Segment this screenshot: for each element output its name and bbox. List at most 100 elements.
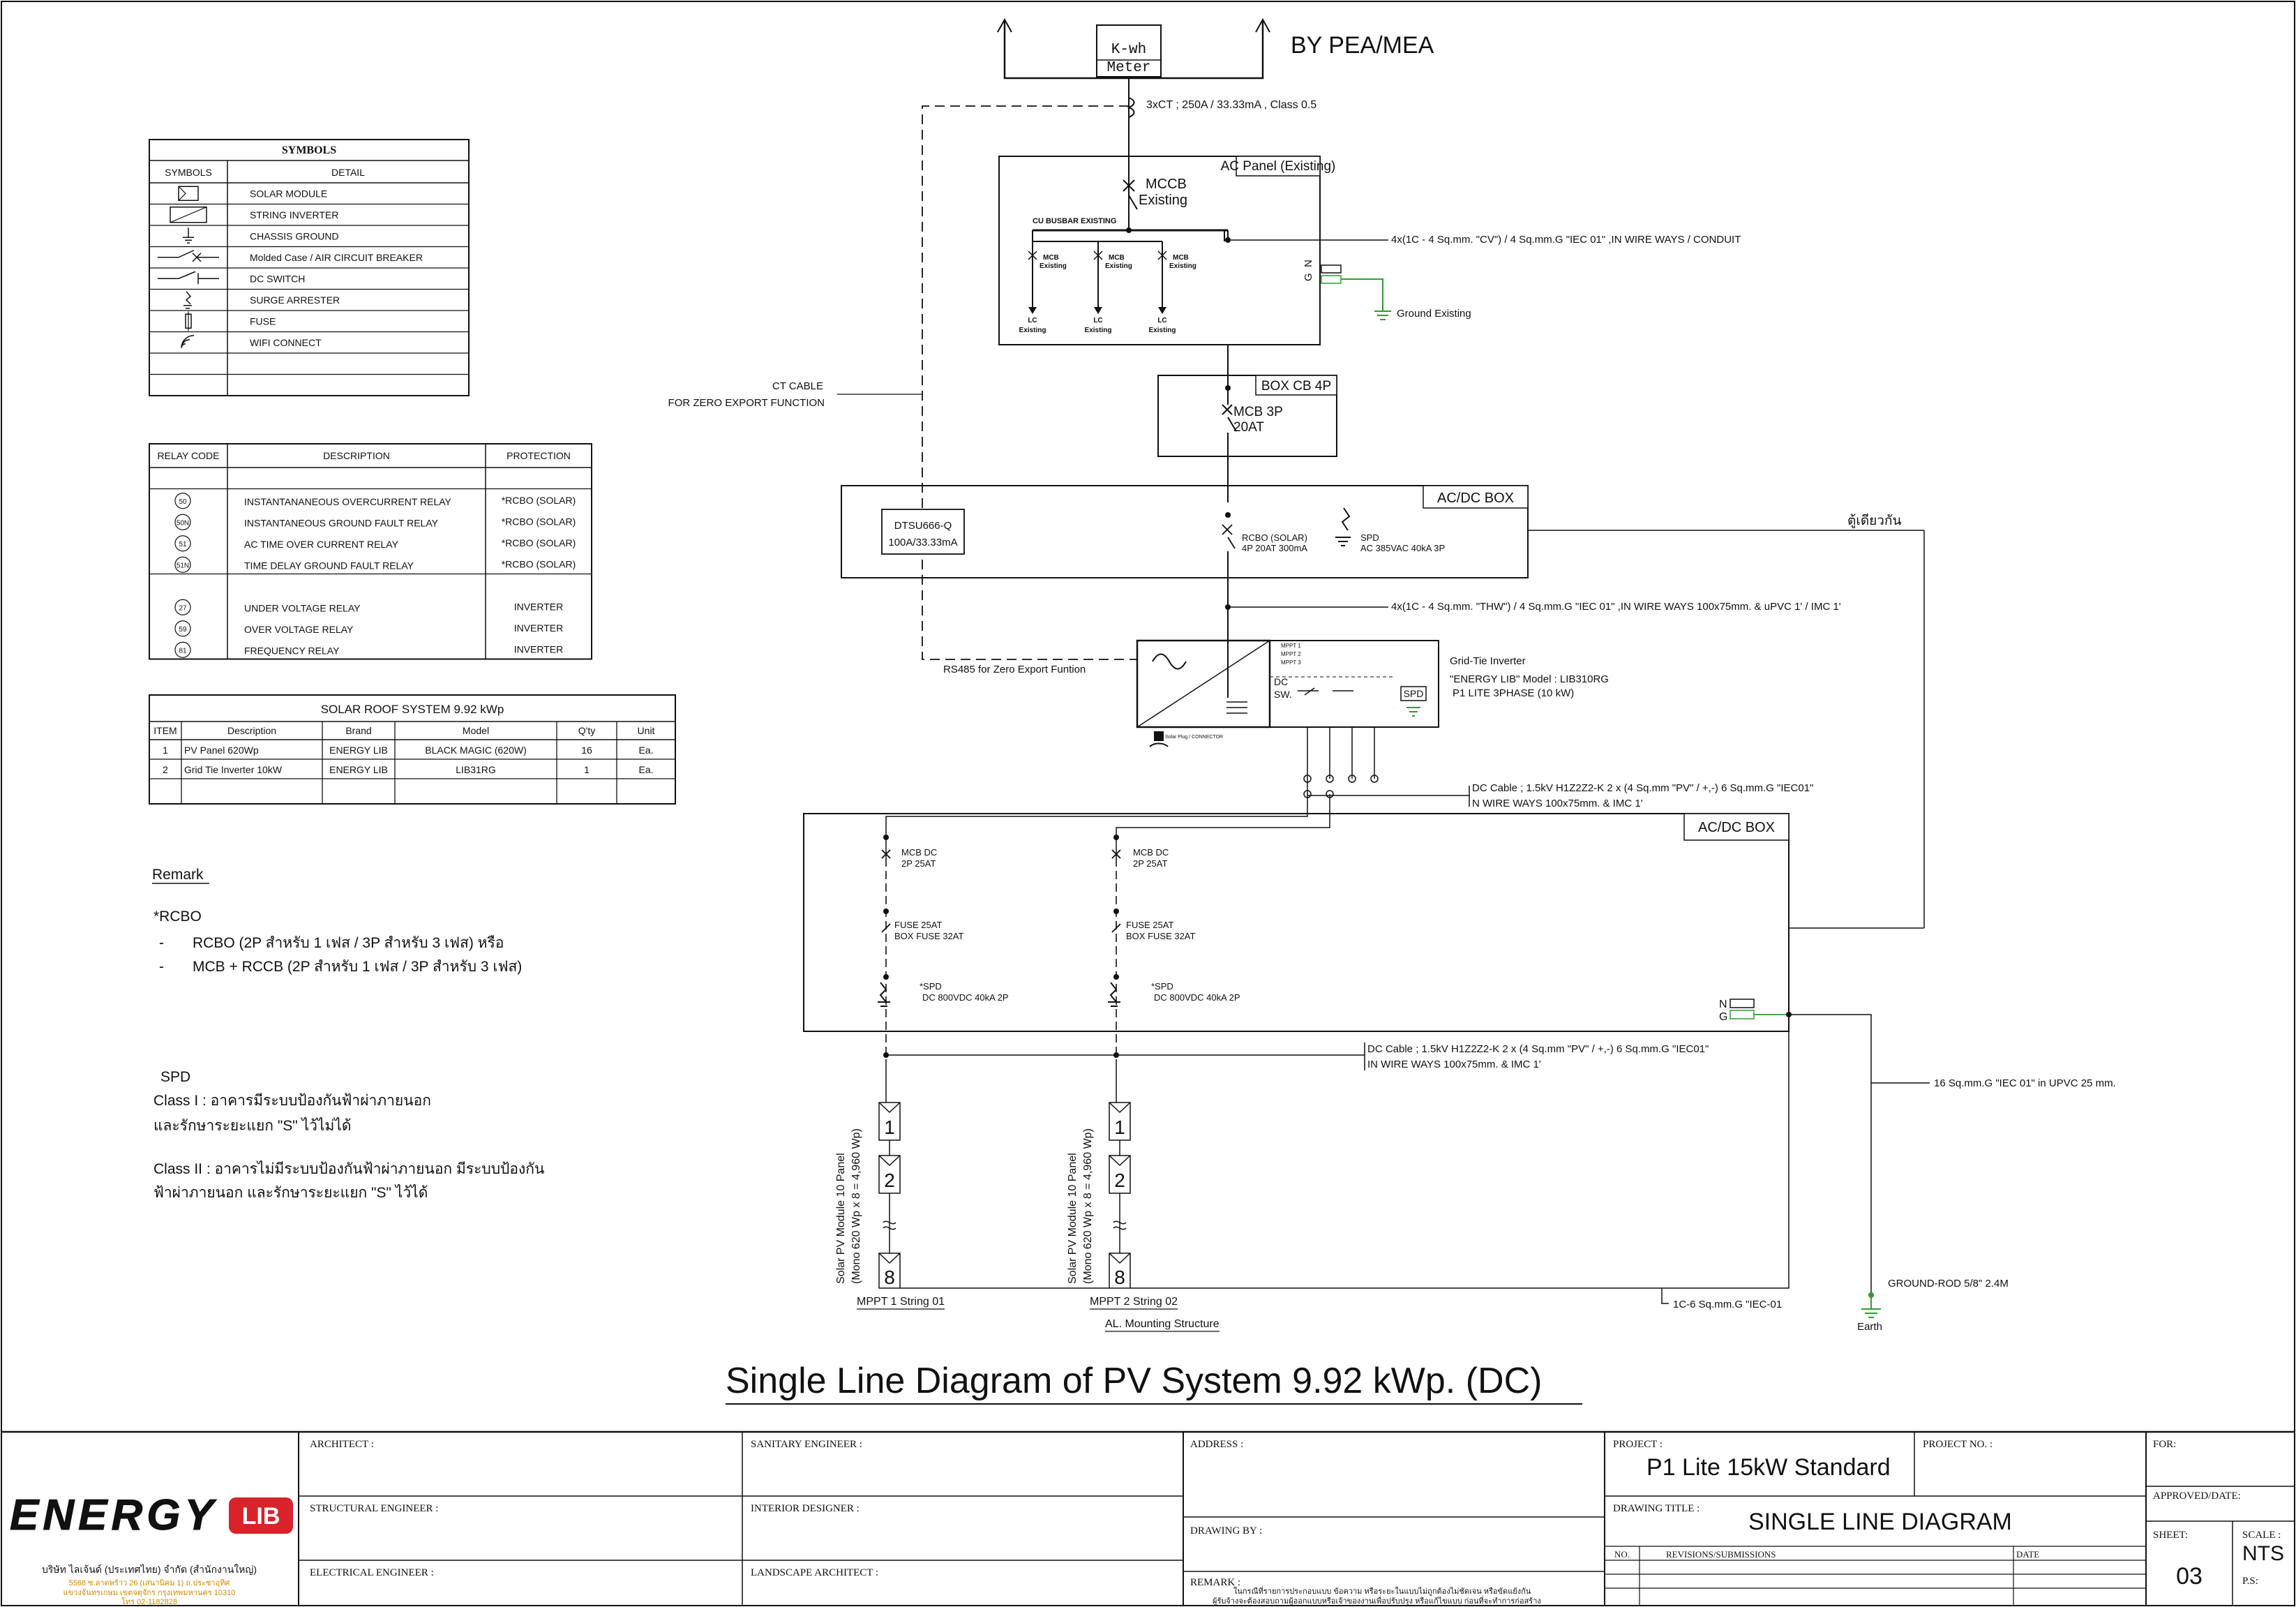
relay-code-circle bbox=[174, 493, 191, 509]
string1-mcb-2: 2P 25AT bbox=[901, 858, 936, 869]
string1-label: MPPT 1 String 01 bbox=[857, 1296, 945, 1308]
remark-spd: SPD bbox=[160, 1069, 190, 1085]
string2-module-1: 1 bbox=[1114, 1116, 1125, 1138]
rev-no-label: NO. bbox=[1614, 1549, 1630, 1560]
company-address-2: แขวงจันทรเกษม เขตจตุจักร กรุงเทพมหานคร 1… bbox=[63, 1589, 236, 1597]
relay-code-circle bbox=[174, 556, 191, 573]
branch-mcb-sub-1: Existing bbox=[1040, 262, 1067, 270]
string-inverter-icon bbox=[170, 207, 207, 223]
sanitary-label: SANITARY ENGINEER : bbox=[751, 1439, 862, 1450]
earth-label: Earth bbox=[1857, 1321, 1882, 1333]
inverter-dc-1: DC bbox=[1274, 676, 1288, 687]
dc-cable-2-line2: IN WIRE WAYS 100x75mm. & IMC 1' bbox=[1367, 1059, 1541, 1070]
relay-code-circle bbox=[174, 641, 191, 658]
acdc-box-top: AC/DC BOX DTSU666-Q 100A/33.33mA RCBO (S… bbox=[841, 485, 1925, 928]
branch-lc-3: LC bbox=[1157, 317, 1166, 324]
ground-rod-label: GROUND-ROD 5/8" 2.4M bbox=[1888, 1278, 2009, 1290]
for-label: FOR: bbox=[2153, 1439, 2176, 1450]
symbol-detail: CHASSIS GROUND bbox=[250, 230, 339, 241]
mppt-label-2: MPPT 2 bbox=[1281, 651, 1301, 657]
drawing-title: SINGLE LINE DIAGRAM bbox=[1748, 1509, 2012, 1535]
string2-label: MPPT 2 String 02 bbox=[1090, 1296, 1178, 1308]
inverter-phase: P1 LITE 3PHASE (10 kW) bbox=[1453, 687, 1574, 699]
symbols-col-symbols: SYMBOLS bbox=[165, 167, 212, 178]
ac-panel-g: G bbox=[1303, 273, 1314, 281]
rcbo-label-2: 4P 20AT 300mA bbox=[1242, 543, 1307, 553]
dc-switch-icon bbox=[158, 271, 219, 285]
inverter-dc-2: SW. bbox=[1274, 689, 1292, 700]
scale-label: SCALE : bbox=[2242, 1530, 2281, 1541]
string1-mcb-1: MCB DC bbox=[901, 847, 937, 858]
system-table-cell: LIB31RG bbox=[456, 764, 496, 775]
drawing-title-label: DRAWING TITLE : bbox=[1613, 1503, 1700, 1514]
system-table-cell: ENERGY LIB bbox=[329, 745, 388, 756]
branch-lc-sub-2: Existing bbox=[1085, 327, 1112, 334]
inverter-spd: SPD bbox=[1404, 688, 1424, 699]
string2-fuse-1: FUSE 25AT bbox=[1126, 920, 1173, 930]
main-title: Single Line Diagram of PV System 9.92 kW… bbox=[726, 1361, 1542, 1401]
relay-desc: FREQUENCY RELAY bbox=[244, 645, 340, 656]
rs485-label: RS485 for Zero Export Funtion bbox=[943, 664, 1086, 675]
ct-cable-label-1: CT CABLE bbox=[772, 380, 823, 392]
remark-class1-b: และรักษาระยะแยก "S" ไว้ไม่ได้ bbox=[153, 1117, 352, 1134]
relay-code: 51 bbox=[179, 541, 187, 548]
system-table-cell: Ea. bbox=[638, 745, 653, 756]
branch-mcb-1: MCB bbox=[1043, 254, 1059, 262]
tb-remark-label: REMARK : bbox=[1190, 1577, 1240, 1588]
sheet-label: SHEET: bbox=[2153, 1530, 2188, 1541]
surge-arrester-icon bbox=[183, 291, 192, 309]
remark-class2-b: ฟ้าผ่าภายนอก และรักษาระยะแยก "S" ไว้ได้ bbox=[153, 1184, 428, 1201]
logo-badge: LIB bbox=[242, 1503, 280, 1530]
earth-cable-label: 1C-6 Sq.mm.G "IEC-01 bbox=[1673, 1299, 1782, 1310]
grid-tie-inverter: RS485 for Zero Export Funtion DC SW. MPP… bbox=[943, 639, 1609, 798]
remark-rcbo: *RCBO bbox=[153, 909, 202, 925]
acdc-box-bottom: AC/DC BOX MCB DC 2P 25AT FUSE 25AT BOX F… bbox=[803, 794, 1924, 1298]
string2-spd-2: DC 800VDC 40kA 2P bbox=[1154, 992, 1240, 1003]
branch-lc-1: LC bbox=[1028, 317, 1037, 324]
string1-vertical-1: Solar PV Module 10 Panel bbox=[835, 1153, 847, 1284]
electrical-label: ELECTRICAL ENGINEER : bbox=[310, 1567, 434, 1578]
mounting-structure: AL. Mounting Structure bbox=[1105, 1318, 1220, 1330]
ac-panel-existing: AC Panel (Existing) MCCB Existing CU BUS… bbox=[998, 156, 1741, 345]
system-table-cell: 1 bbox=[584, 764, 590, 775]
dtsu-meter-1: DTSU666-Q bbox=[894, 520, 952, 532]
relay-prot: *RCBO (SOLAR) bbox=[502, 495, 576, 506]
box-cb-title: BOX CB 4P bbox=[1261, 379, 1331, 394]
project-no-label: PROJECT NO. : bbox=[1923, 1439, 1993, 1450]
string1-module-1: 1 bbox=[884, 1116, 895, 1138]
remark-item-2: MCB + RCCB (2P สำหรับ 1 เฟส / 3P สำหรับ … bbox=[193, 959, 522, 975]
mppt-label-3: MPPT 3 bbox=[1281, 659, 1301, 666]
acdc-top-cable: 4x(1C - 4 Sq.mm. "THW") / 4 Sq.mm.G "IEC… bbox=[1391, 601, 1841, 613]
relay-desc: OVER VOLTAGE RELAY bbox=[244, 624, 354, 635]
box-cb-mcb-1: MCB 3P bbox=[1233, 405, 1283, 419]
dtsu-meter-2: 100A/33.33mA bbox=[888, 537, 957, 548]
string1-spd-1: *SPD bbox=[920, 981, 942, 992]
relay-prot: *RCBO (SOLAR) bbox=[502, 516, 576, 527]
ac-panel-cable: 4x(1C - 4 Sq.mm. "CV") / 4 Sq.mm.G "IEC … bbox=[1391, 234, 1741, 246]
system-table-header: Brand bbox=[345, 725, 371, 736]
fuse-icon bbox=[185, 311, 192, 331]
symbol-detail: DC SWITCH bbox=[250, 273, 305, 284]
string2-vertical-2: (Mono 620 Wp x 8 = 4,960 Wp) bbox=[1082, 1128, 1094, 1284]
tb-remark-2: ผู้รับจ้างจะต้องสอบถามผู้ออกแบบหรือเจ้าข… bbox=[1213, 1595, 1541, 1606]
string1-fuse-2: BOX FUSE 32AT bbox=[894, 931, 964, 941]
relay-desc: TIME DELAY GROUND FAULT RELAY bbox=[244, 560, 414, 571]
system-table-header: Model bbox=[463, 725, 489, 736]
remark-section: Remark *RCBO - RCBO (2P สำหรับ 1 เฟส / 3… bbox=[152, 867, 544, 1201]
ground-cable-label: 16 Sq.mm.G "IEC 01" in UPVC 25 mm. bbox=[1934, 1077, 2116, 1089]
branch-lc-2: LC bbox=[1093, 317, 1102, 324]
string1-fuse-1: FUSE 25AT bbox=[894, 920, 942, 930]
mccb-label-1: MCCB bbox=[1146, 177, 1187, 192]
relay-desc: UNDER VOLTAGE RELAY bbox=[244, 602, 361, 613]
inverter-title: Grid-Tie Inverter bbox=[1450, 655, 1526, 667]
relay-desc: AC TIME OVER CURRENT RELAY bbox=[244, 539, 399, 550]
energy-lib-logo: ENERGY LIB bbox=[10, 1491, 293, 1540]
ac-spd-label-1: SPD bbox=[1360, 532, 1379, 543]
relay-code-circle bbox=[174, 514, 191, 530]
system-table-cell: Ea. bbox=[638, 764, 653, 775]
relay-desc: INSTANTANEOUS GROUND FAULT RELAY bbox=[244, 517, 439, 528]
